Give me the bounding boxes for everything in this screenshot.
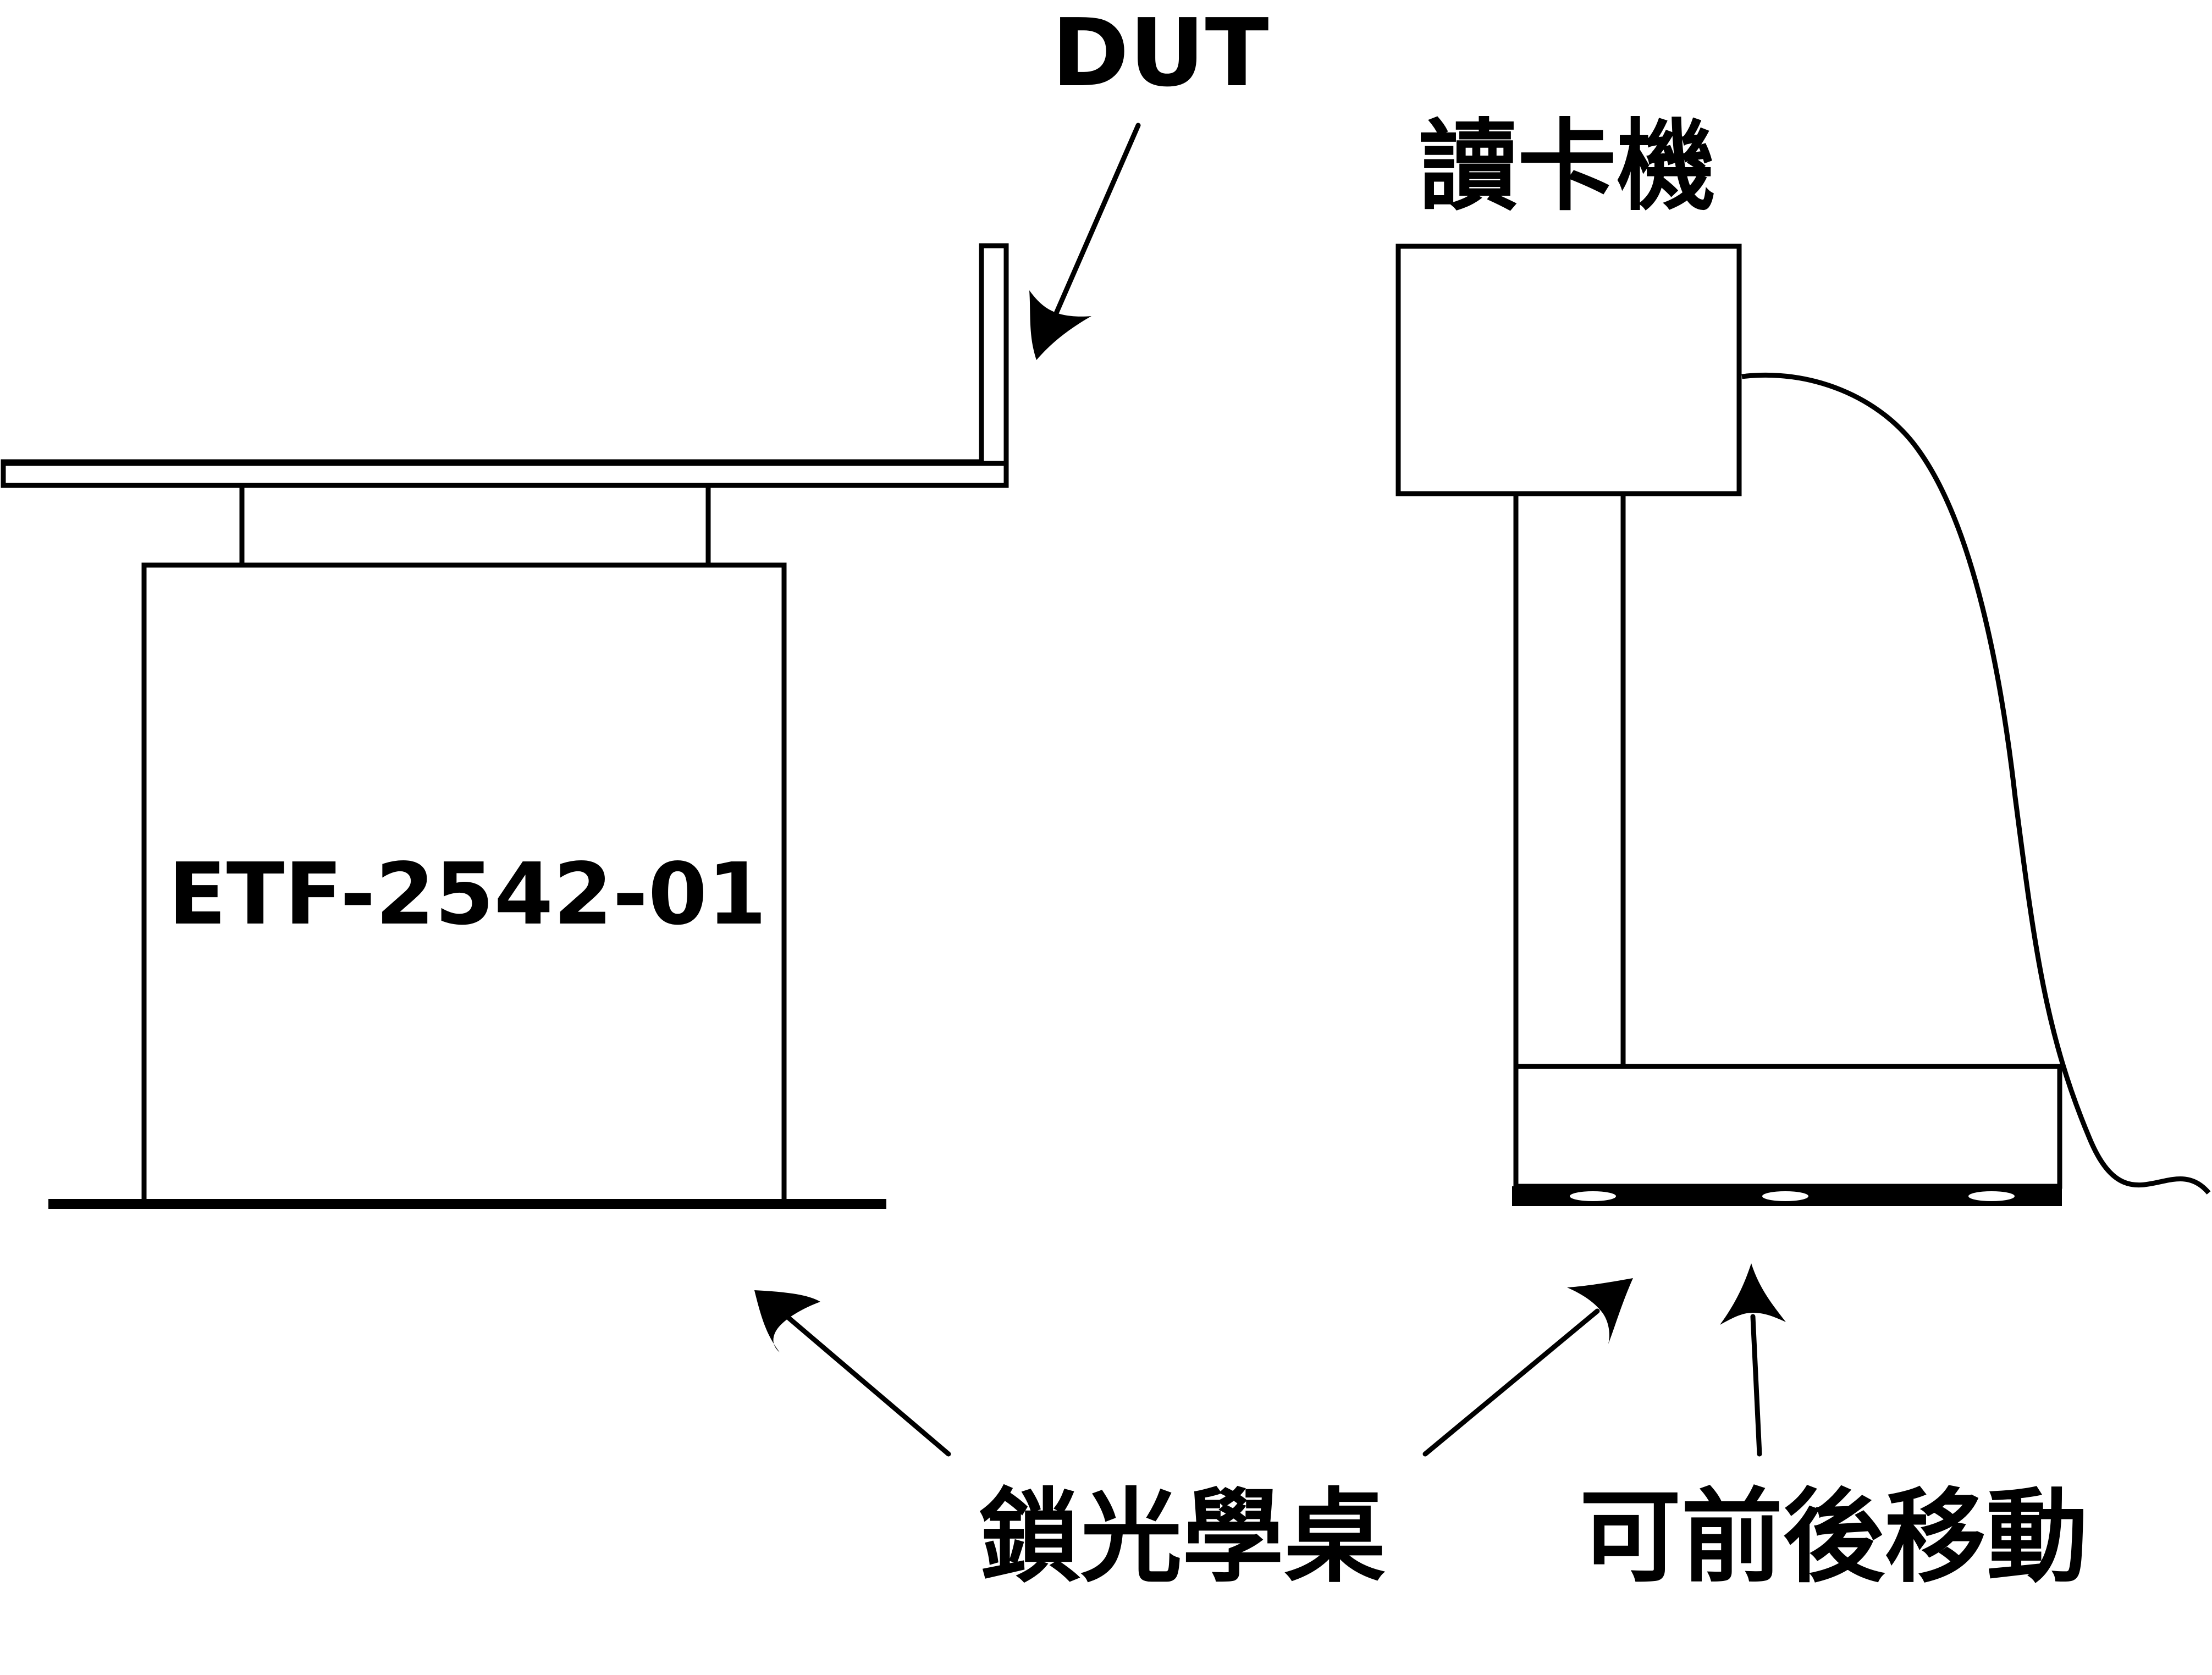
arrow-head-right [1567,1278,1633,1344]
locked-table-arrow-right [1422,1278,1633,1457]
dut-plate-outline [1,243,1009,488]
card-reader-box [1395,244,1742,496]
dut-plate [1,243,1009,466]
locked-table-arrow-left [754,1290,951,1457]
movable-label: 可前後移動 [1580,1478,2088,1596]
rail-slot-3 [1968,1191,2015,1201]
movable-arrow [1720,1263,1786,1457]
rail-slot-1 [1570,1191,1616,1201]
arrow-head-left [754,1290,820,1352]
spacer-block [239,483,711,568]
locked-table-label: 鎖光學桌 [979,1478,1386,1596]
dut-arrow-head [1029,290,1091,360]
card-reader-label: 讀卡機 [1419,109,1715,224]
dut-label: DUT [1051,0,1268,108]
dut-assembly: ETF-2542-01 [1,243,1009,1209]
arrow-head-up [1720,1263,1786,1325]
reader-cable [1741,372,2211,1195]
dut-arrow [1029,123,1141,360]
rail-slot-2 [1762,1191,1808,1201]
device-model-label: ETF-2542-01 [168,844,766,944]
card-reader-assembly: 讀卡機 [1395,109,2211,1206]
